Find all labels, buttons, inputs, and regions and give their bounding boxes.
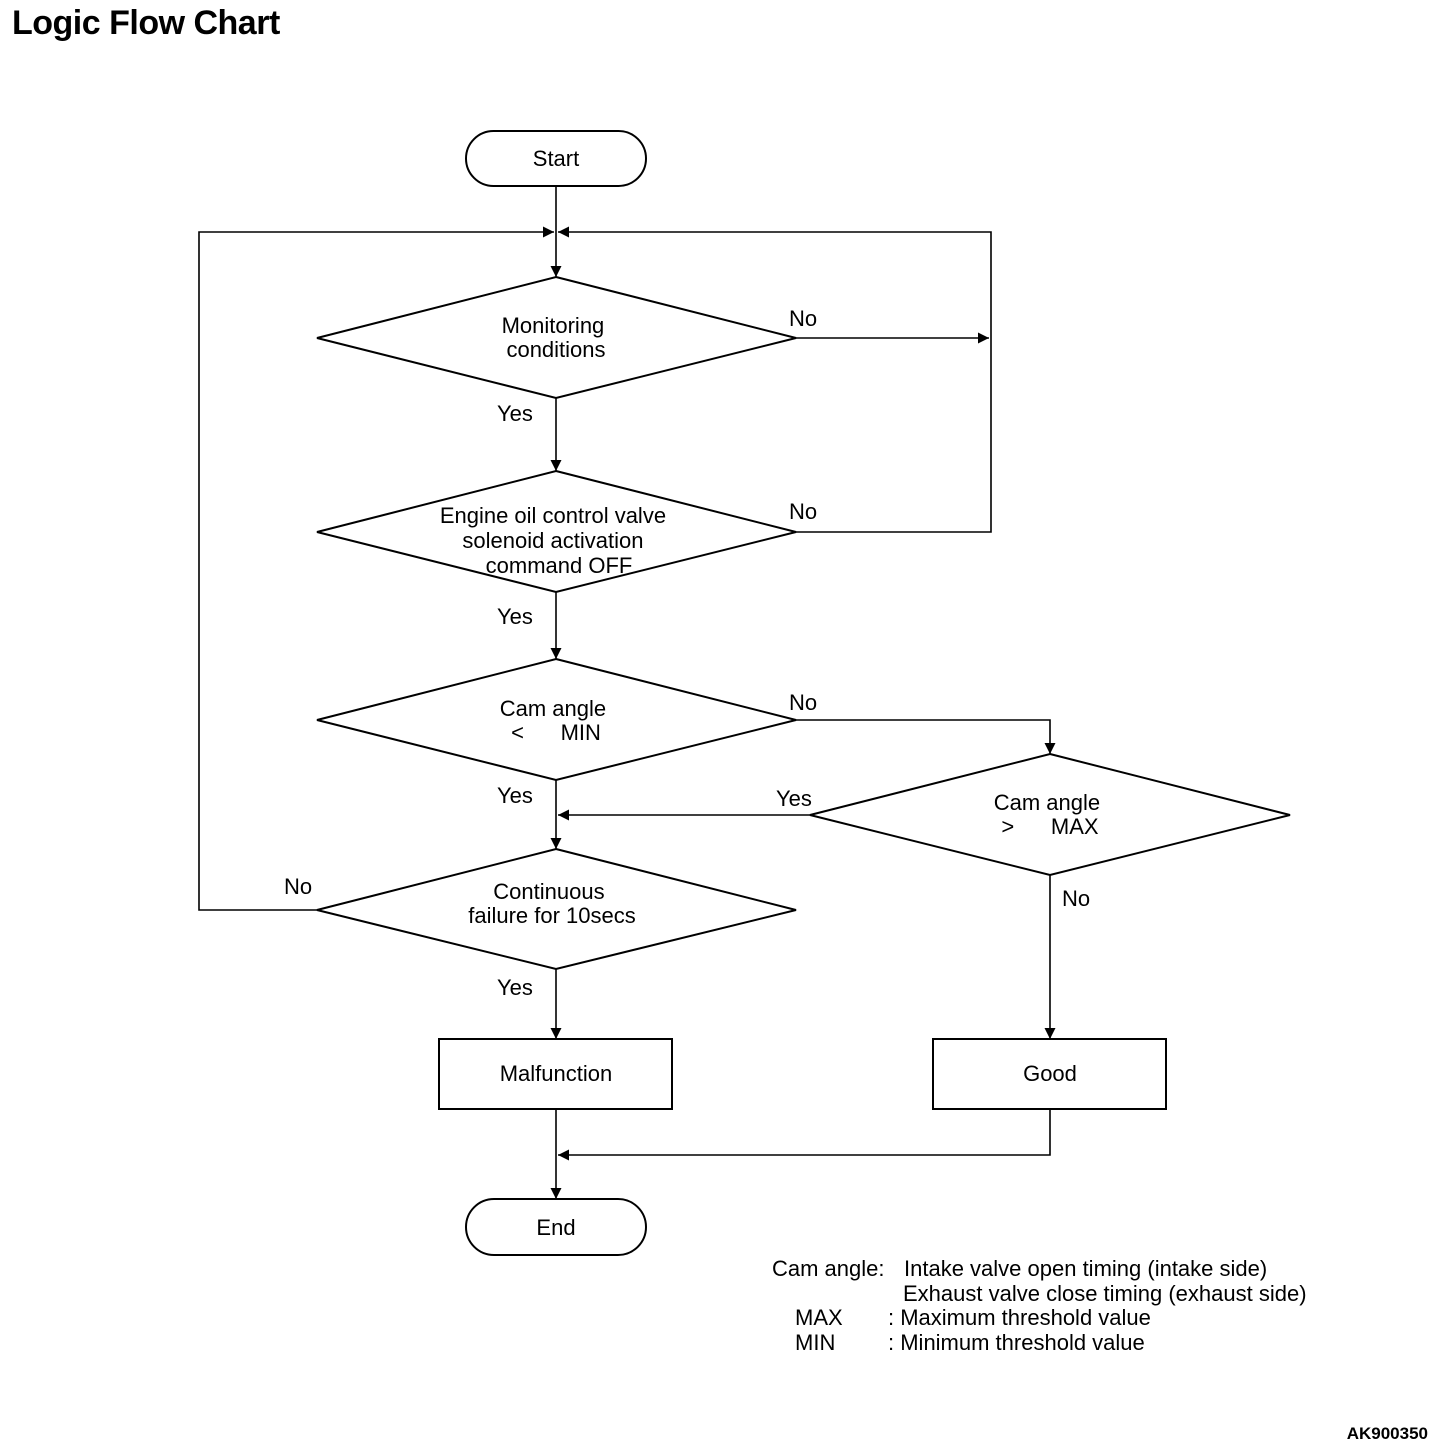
solenoid-line-2: solenoid activation [462,528,643,553]
legend-min-term: MIN [795,1330,835,1355]
legend-cam-angle-term: Cam angle: [772,1256,885,1281]
edge-cam-min-no [796,719,1056,754]
legend-min-def: : Minimum threshold value [888,1330,1145,1355]
cam-min-line-1: Cam angle [500,696,606,721]
svg-text:Good: Good [1023,1061,1077,1086]
malfunction-label: Malfunction [500,1061,613,1086]
continuous-no-label: No [284,874,312,899]
continuous-yes-label: Yes [497,975,533,1000]
legend: Cam angle: Intake valve open timing (int… [772,1256,1307,1355]
legend-max-term: MAX [795,1305,843,1330]
start-label: Start [533,146,579,171]
solenoid-command-decision: Engine oil control valve solenoid activa… [316,469,797,594]
edge-left-return-loop [198,226,554,911]
legend-max-def: : Maximum threshold value [888,1305,1151,1330]
cam-max-line-1: Cam angle [994,790,1100,815]
svg-text:Monitoring conditions: Monitoring conditions [502,313,611,362]
solenoid-line-1: Engine oil control valve [440,503,666,528]
svg-text:Continuous failure for 1: Continuous failure for 10secs [468,879,636,928]
cam-min-line-2: < MIN [511,720,601,745]
cam-max-no-label: No [1062,886,1090,911]
monitoring-no-label: No [789,306,817,331]
continuous-line-2: failure for 10secs [468,903,636,928]
svg-text:Start: Start [533,146,579,171]
solenoid-line-3: command OFF [486,553,633,578]
document-code: AK900350 [1346,1424,1428,1443]
monitoring-conditions-decision: Monitoring conditions [316,275,797,400]
legend-cam-angle-def-1: Intake valve open timing (intake side) [904,1256,1267,1281]
end-terminal: End [465,1198,647,1256]
edge-good-to-end [558,1109,1051,1161]
monitoring-line-1: Monitoring [502,313,605,338]
cam-min-no-label: No [789,690,817,715]
good-box: Good [932,1038,1167,1110]
svg-text:Cam angle < MIN: Cam angle < MIN [500,696,613,745]
malfunction-box: Malfunction [438,1038,673,1110]
cam-angle-min-decision: Cam angle < MIN [316,657,797,782]
good-label: Good [1023,1061,1077,1086]
monitoring-line-2: conditions [506,337,605,362]
end-label: End [536,1215,575,1240]
svg-text:End: End [536,1215,575,1240]
monitoring-yes-label: Yes [497,401,533,426]
cam-angle-max-decision: Cam angle > MAX [809,752,1291,877]
continuous-failure-decision: Continuous failure for 10secs [316,847,797,971]
svg-text:Cam angle > MAX: Cam angle > MAX [994,790,1107,839]
page-title: Logic Flow Chart [12,4,280,42]
svg-text:Malfunction: Malfunction [500,1061,613,1086]
solenoid-no-label: No [789,499,817,524]
cam-max-yes-label: Yes [776,786,812,811]
continuous-line-1: Continuous [493,879,604,904]
solenoid-yes-label: Yes [497,604,533,629]
cam-min-yes-label: Yes [497,783,533,808]
edge-right-return-loop [558,226,992,533]
legend-cam-angle-def-2: Exhaust valve close timing (exhaust side… [903,1281,1307,1306]
svg-text:Engine oil control valve: Engine oil control valve solenoid activa… [440,503,672,578]
cam-max-line-2: > MAX [1001,814,1099,839]
start-terminal: Start [465,130,647,187]
